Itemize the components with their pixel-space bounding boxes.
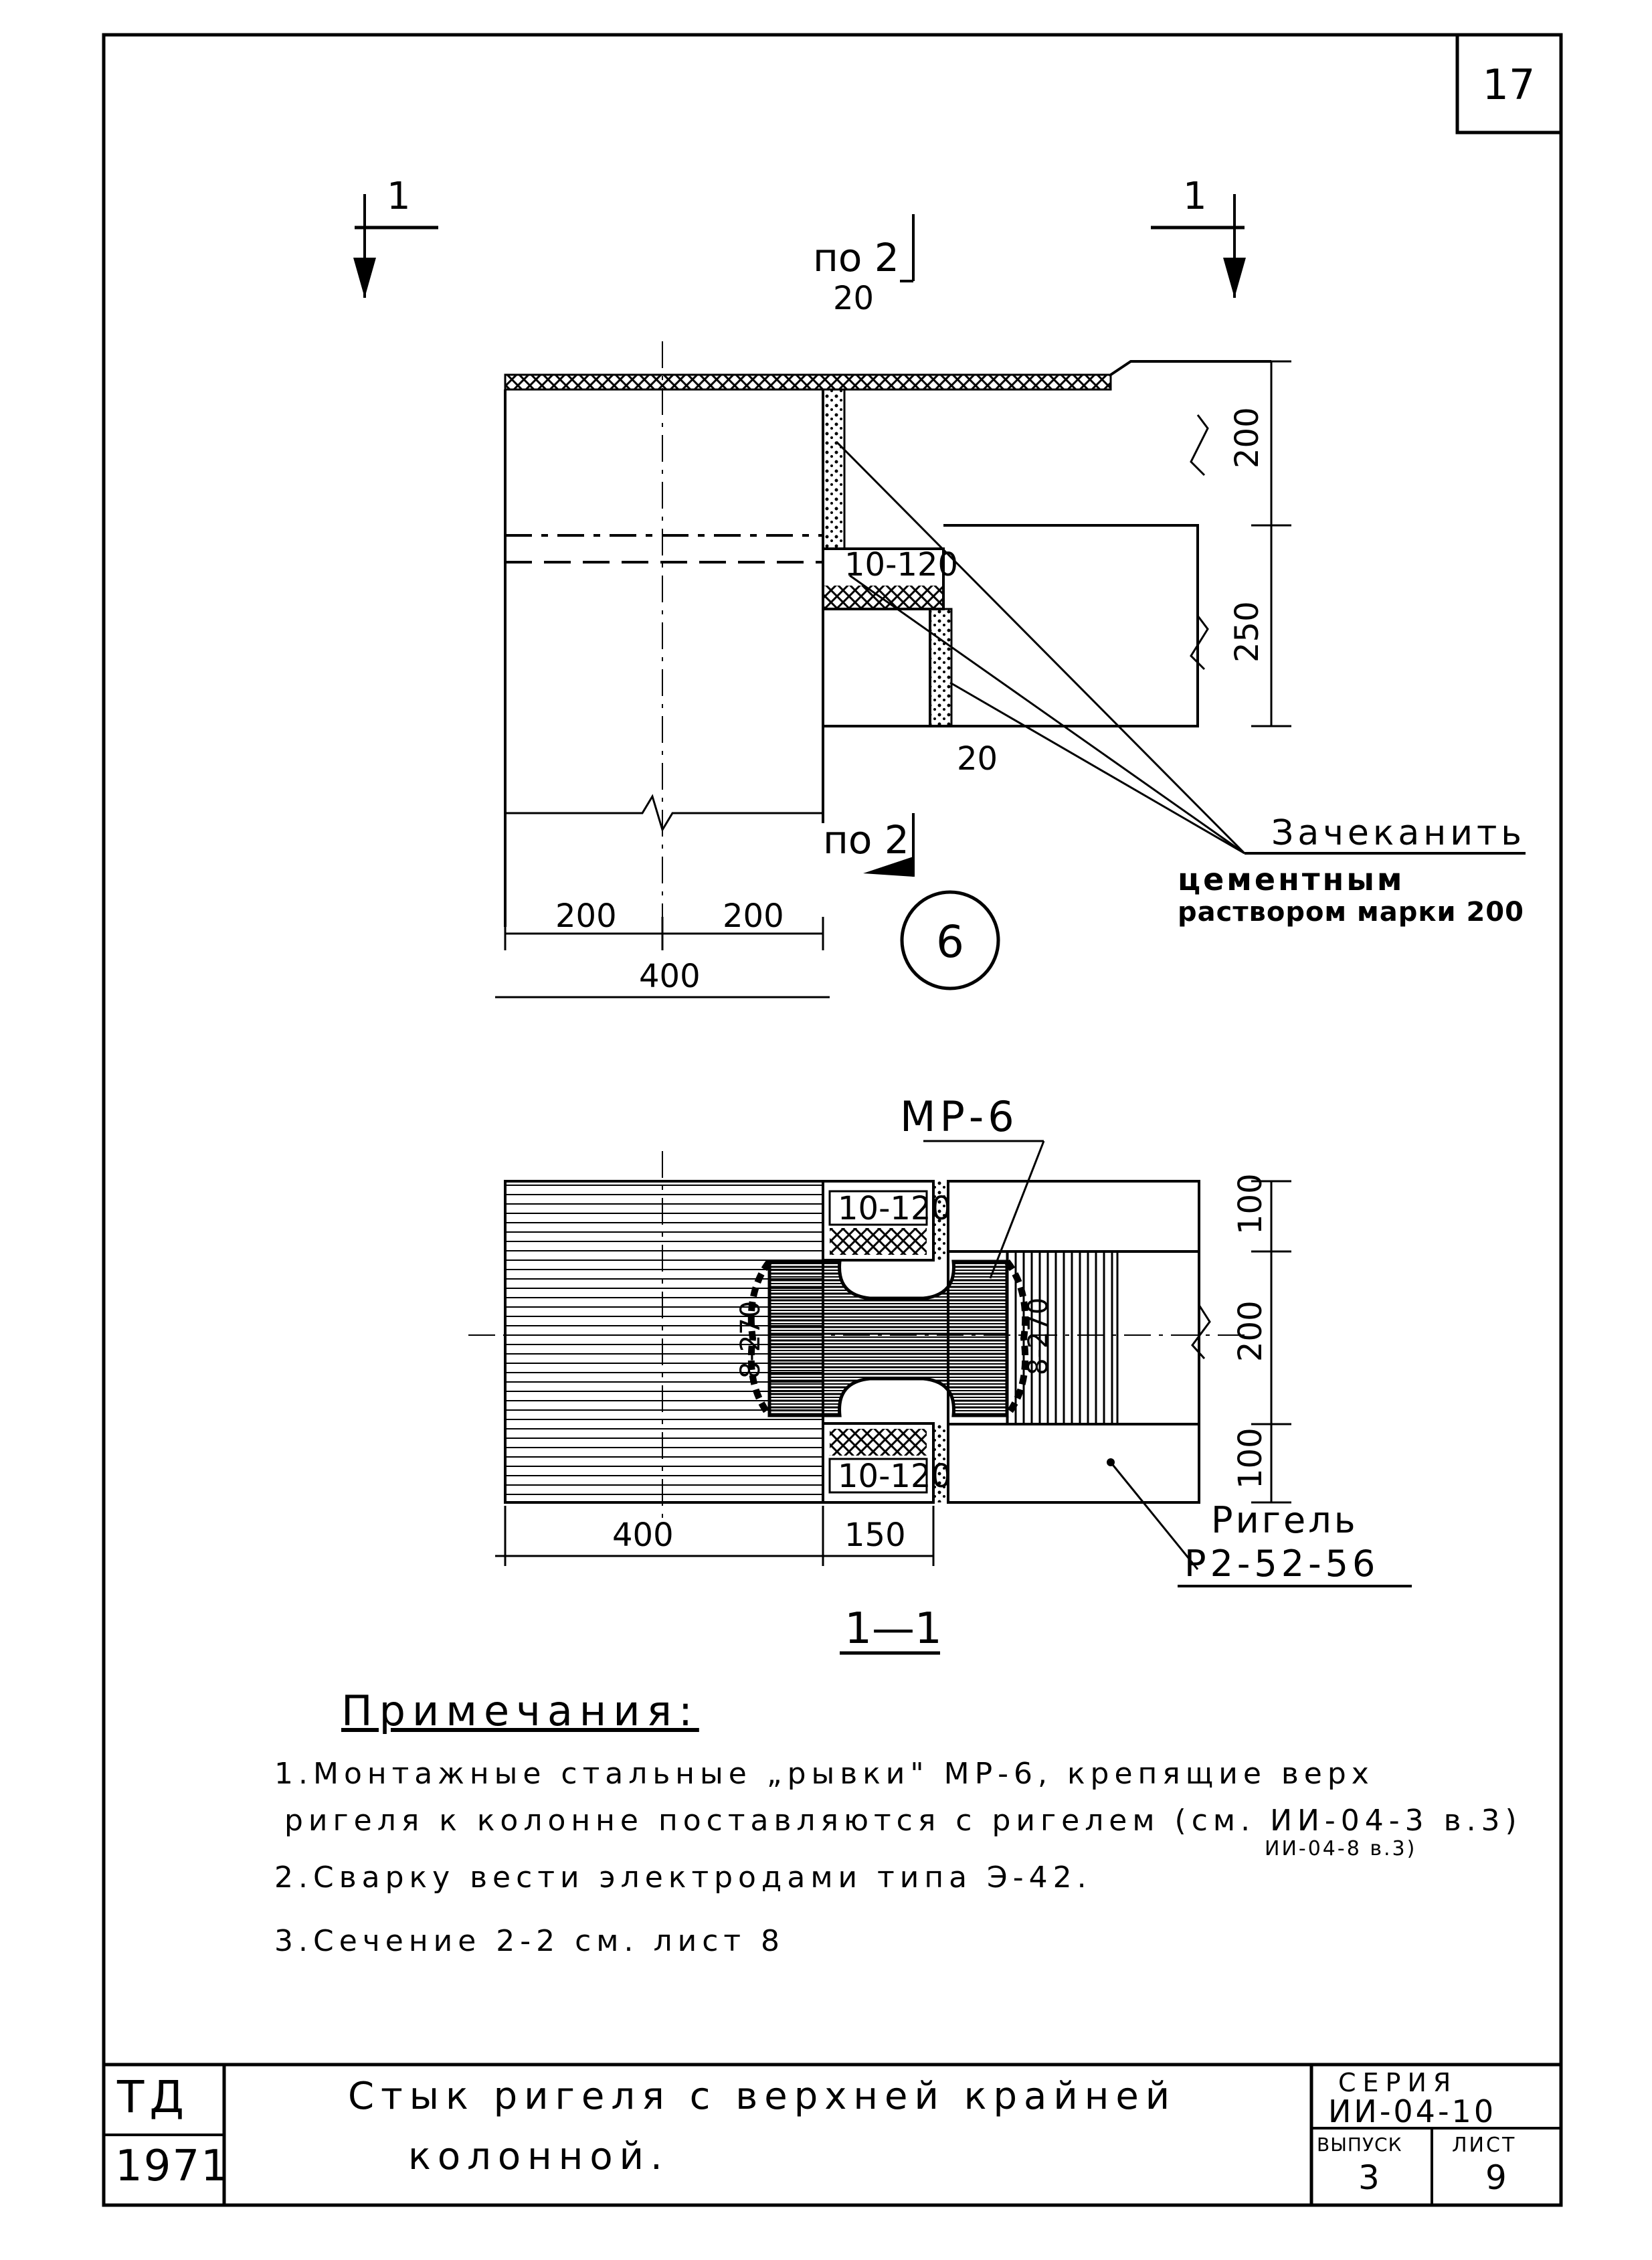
callout-line2: цементным <box>1178 861 1405 897</box>
mp6-label: МР-6 <box>900 1092 1018 1141</box>
plan-dim-250-vertical: 250 <box>1228 601 1266 663</box>
tb-series-label: СЕРИЯ <box>1338 2068 1458 2097</box>
section-marker-right: 1 <box>1151 175 1246 298</box>
plan-dim-200-mid: 200 <box>723 897 784 935</box>
sec-dim-100-bottom: 100 <box>1232 1427 1269 1489</box>
sec-dim-100-top: 100 <box>1232 1173 1269 1235</box>
tb-sheet-label: ЛИСТ <box>1452 2134 1517 2157</box>
callout-line1: Зачеканить <box>1271 813 1526 853</box>
plan-dim-200-vertical: 200 <box>1228 407 1266 468</box>
node-number-circle <box>900 890 1000 990</box>
title-block <box>104 2063 1561 2205</box>
beam-end <box>823 524 1199 727</box>
top-plate <box>504 373 1112 391</box>
tb-sheet-value: 9 <box>1485 2158 1507 2197</box>
note-2: 2.Сварку вести электродами типа Э-42. <box>274 1860 1092 1895</box>
tb-title-line2: колонной. <box>408 2135 669 2178</box>
notes-title: Примечания: <box>341 1686 699 1735</box>
sheet-number-box: 17 <box>1455 35 1561 135</box>
tb-issue-value: 3 <box>1358 2158 1380 2197</box>
weld-bottom-label: по 2 <box>823 817 909 863</box>
plan-dim-400: 400 <box>639 958 701 995</box>
plan-dim-200-left: 200 <box>555 897 617 935</box>
plan-plate-label: 10-120 <box>844 546 958 584</box>
svg-text:1: 1 <box>387 175 411 218</box>
weld-top-label: по 2 <box>813 235 899 280</box>
callout-line3: раствором марки 200 <box>1178 897 1524 928</box>
tb-year: 1971 <box>115 2142 230 2191</box>
tb-issue-label: ВЫПУСК <box>1317 2134 1402 2156</box>
svg-text:1: 1 <box>1183 175 1207 218</box>
beam-label-line2: Р2-52-56 <box>1184 1543 1379 1585</box>
tb-org: ТД <box>117 2071 189 2123</box>
mp6-clamp <box>767 1259 1009 1417</box>
sheet-frame <box>102 33 1563 2207</box>
weld-bottom-size: 20 <box>957 740 998 778</box>
sec-dim-200: 200 <box>1232 1300 1269 1362</box>
beam-section <box>947 1180 1200 1504</box>
plan-view: 10-120 по 2 20 по 2 20 200 250 <box>495 214 1526 998</box>
weld-top-size: 20 <box>833 280 874 317</box>
sec-dim-400: 400 <box>612 1516 674 1554</box>
sec-dim-150: 150 <box>844 1516 906 1554</box>
note-1-line2: ригеля к колонне поставляются с ригелем … <box>284 1804 1522 1838</box>
weld-left: 8-270 <box>735 1301 766 1379</box>
section-view: 10-120 10-120 8-270 8-270 МР-6 <box>468 1092 1412 1655</box>
note-1-line3: ИИ-04-8 в.3) <box>1265 1837 1417 1860</box>
note-1-line1: 1.Монтажные стальные „рывки" МР-6, крепя… <box>274 1757 1374 1791</box>
section-plate-label-bottom: 10-120 <box>838 1458 951 1495</box>
tb-series-value: ИИ-04-10 <box>1328 2093 1497 2129</box>
section-title: 1—1 <box>844 1604 941 1654</box>
node-number: 6 <box>936 916 964 968</box>
tb-title-line1: Стык ригеля с верхней крайней <box>348 2075 1177 2118</box>
beam-label-line1: Ригель <box>1211 1499 1358 1541</box>
section-plate-label-top: 10-120 <box>838 1190 951 1227</box>
note-3: 3.Сечение 2-2 см. лист 8 <box>274 1924 785 1958</box>
section-marker-left: 1 <box>353 175 438 298</box>
grout-joint-lower <box>929 608 953 727</box>
sheet-corner-number: 17 <box>1483 60 1536 109</box>
